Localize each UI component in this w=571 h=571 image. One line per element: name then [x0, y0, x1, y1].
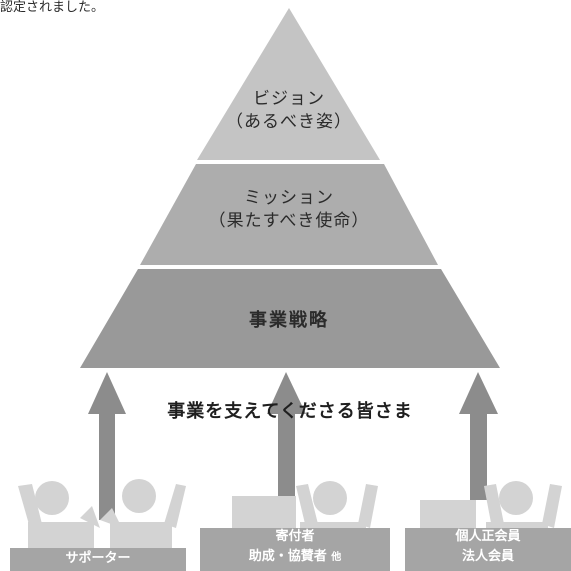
mission-subtitle: （果たすべき使命） — [208, 210, 370, 231]
members-subtitle: 法人会員 — [461, 549, 514, 565]
donors-title: 寄付者 — [275, 529, 315, 544]
supporters-figure — [10, 479, 186, 571]
supporters-title: サポーター — [65, 551, 131, 566]
donors-label: 寄付者 助成・協賛者 他 — [200, 527, 390, 567]
mission-title: ミッション — [244, 188, 334, 208]
donors-figure — [200, 481, 390, 571]
supporters-label: サポーター — [10, 549, 186, 569]
pyramid-tier-strategy — [80, 269, 500, 368]
vision-title: ビジョン — [253, 89, 325, 109]
arrow-up-right — [459, 372, 498, 500]
vision-label: ビジョン （あるべき姿） — [189, 88, 389, 134]
strategy-label: 事業戦略 — [249, 310, 329, 331]
donors-subtitle: 助成・協賛者 — [248, 549, 327, 565]
arrow-up-left — [88, 372, 126, 520]
members-title: 個人正会員 — [455, 529, 521, 544]
support-label: 事業を支えてくださる皆さま — [167, 401, 413, 422]
members-figure — [405, 481, 571, 571]
pyramid-tier-vision — [197, 8, 380, 160]
header-fragment: 認定されました。 — [0, 0, 105, 15]
pyramid-tier-mission — [140, 164, 438, 265]
donors-etc: 他 — [331, 552, 342, 564]
mission-label: ミッション （果たすべき使命） — [189, 187, 389, 233]
arrow-up-center — [267, 372, 306, 520]
members-label: 個人正会員 法人会員 — [405, 527, 571, 567]
vision-subtitle: （あるべき姿） — [226, 111, 352, 132]
